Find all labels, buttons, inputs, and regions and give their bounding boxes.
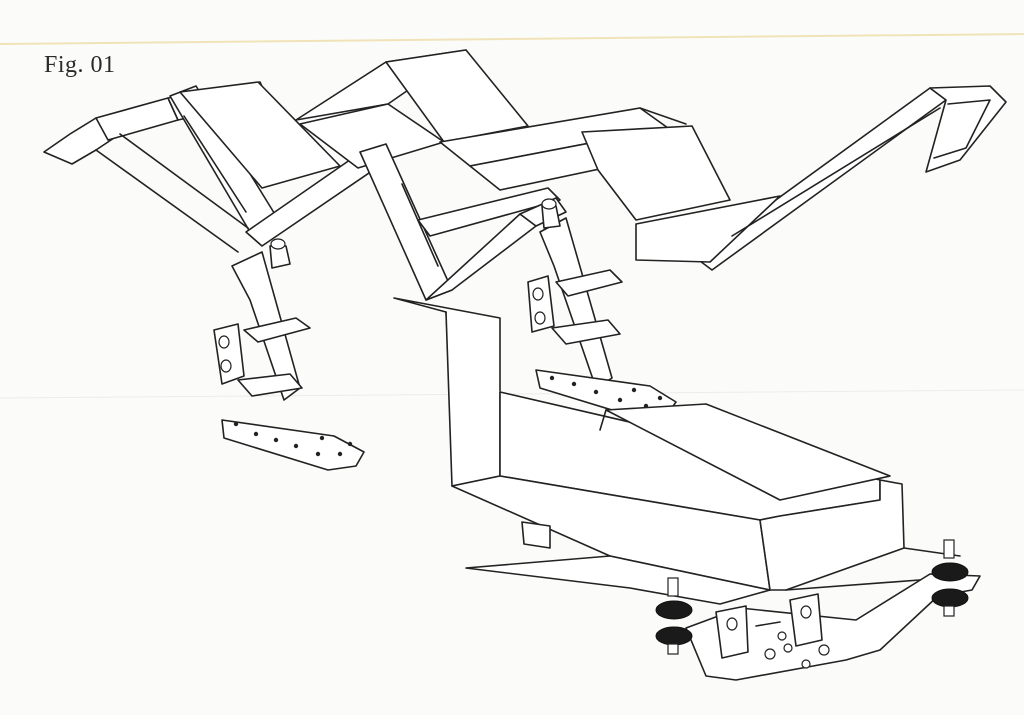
center-zigzag-tube (359, 143, 567, 301)
right-seat-bracket (527, 198, 677, 419)
figure-label: Fig. 01 (44, 52, 116, 78)
left-seat-bracket (213, 238, 365, 471)
upper-tube-frame-right (635, 85, 1007, 271)
upper-tube-frame-left (43, 81, 389, 253)
upper-box-section (179, 49, 731, 221)
scan-edge-line (0, 33, 1024, 45)
rear-mount-plate (685, 573, 981, 681)
lower-main-channel (393, 297, 961, 605)
rubber-mount-left (655, 577, 693, 655)
rubber-mount-right (931, 539, 969, 617)
